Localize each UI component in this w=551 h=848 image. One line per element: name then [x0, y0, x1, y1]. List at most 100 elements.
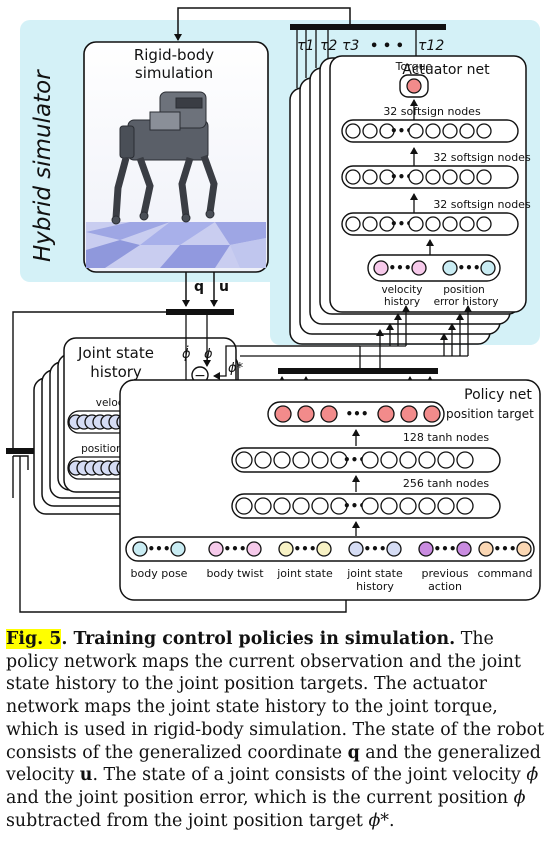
actuator-layer-2-node [459, 169, 475, 185]
policy-layer-2-nodes: ••• [235, 497, 474, 515]
policy-input-label: command [478, 567, 533, 580]
actuator-layer-3-node [345, 216, 361, 232]
tau-label-12: τ12 [418, 38, 444, 54]
actuator-layer-3-node [476, 216, 492, 232]
position-target-node [377, 405, 395, 423]
actuator-input-label-2a: position [443, 284, 485, 296]
training-pipeline-diagram: Hybrid simulator Rigid-body simulation τ… [6, 7, 541, 613]
policy-layer-1-node [418, 451, 436, 469]
policy-layer-1-node [292, 451, 310, 469]
actuator-layer-2-node [442, 169, 458, 185]
policy-net-title: Policy net [464, 387, 532, 403]
policy-layer-1-node [437, 451, 455, 469]
actuator-layer-1-node [345, 123, 361, 139]
minus-symbol: − [194, 368, 206, 384]
actuator-layer-2-node [408, 169, 424, 185]
policy-input-node [316, 541, 332, 557]
tau-label-dots: • • • [370, 39, 404, 54]
actuator-layer-label-1: 32 softsign nodes [383, 105, 481, 118]
policy-input-label: joint state [276, 567, 333, 580]
policy-layer-2-node [273, 497, 291, 515]
robot-image [111, 91, 218, 225]
actuator-input-label-2b: error history [434, 296, 499, 308]
tau-drop-lines [296, 30, 417, 88]
policy-layer-1-node [380, 451, 398, 469]
caption-symbol-phi-star: ϕ* [368, 810, 390, 831]
phi-star-label: ϕ* [228, 361, 244, 376]
position-target-nodes: ••• [274, 405, 441, 423]
hybrid-simulator-label: Hybrid simulator [30, 69, 56, 262]
position-target-node [274, 405, 292, 423]
actuator-layer-3-node [362, 216, 378, 232]
policy-input-label: body pose [131, 567, 188, 580]
actuator-layer-3-node [408, 216, 424, 232]
policy-input-ellipsis: ••• [293, 542, 316, 556]
caption-text-4: and the joint position error, which is t… [6, 787, 514, 808]
actuator-layer-3-node [442, 216, 458, 232]
figure-title: Training control policies in simulation. [73, 629, 456, 649]
policy-layer-2-node [361, 497, 379, 515]
policy-input-node [348, 541, 364, 557]
velocity-input-node [411, 260, 427, 276]
actuator-net-title: Actuator net [402, 62, 490, 78]
caption-symbol-q: q [347, 742, 360, 763]
policy-input-ellipsis: ••• [147, 542, 170, 556]
torque-bus [290, 24, 446, 30]
actuator-layer-2: ••• [341, 165, 519, 189]
actuator-layer-3: ••• [341, 212, 519, 236]
caption-text-6: . [389, 810, 395, 831]
policy-layer-1-node [399, 451, 417, 469]
actuator-input-box [367, 254, 501, 282]
actuator-layer-label-2: 32 softsign nodes [433, 151, 531, 164]
rigid-body-title-2: simulation [135, 64, 213, 82]
figure-caption: Fig. 5. Training control policies in sim… [6, 628, 547, 832]
policy-input-node [386, 541, 402, 557]
caption-symbol-phi: ϕ [513, 787, 526, 808]
policy-input-nodes: •••••••••••••••••• [132, 541, 532, 557]
actuator-layer-1-node [379, 123, 395, 139]
policy-input-node [478, 541, 494, 557]
torque-output-label: Torque [395, 60, 433, 73]
policy-input-node [516, 541, 532, 557]
policy-layer-1-node [311, 451, 329, 469]
policy-layer-2-node [399, 497, 417, 515]
error-input-ellipsis: ••• [457, 261, 480, 275]
actuator-layer-1-node [442, 123, 458, 139]
velocity-input-ellipsis: ••• [388, 261, 411, 275]
actuator-layer-label-3: 32 softsign nodes [433, 198, 531, 211]
actuator-layer-1-ellipsis: ••• [390, 124, 413, 138]
figure-title-prefix: . [61, 629, 74, 649]
policy-input-ellipsis: ••• [223, 542, 246, 556]
position-target-node [297, 405, 315, 423]
rigid-body-title-1: Rigid-body [134, 46, 214, 64]
caption-text-3: . The state of a joint consists of the j… [92, 765, 527, 786]
u-label: u [219, 279, 229, 295]
actuator-layer-1-node [425, 123, 441, 139]
actuator-layer-3-node [459, 216, 475, 232]
policy-layer-1-node [361, 451, 379, 469]
position-target-bus-front [278, 368, 438, 374]
actuator-layer-1-node [408, 123, 424, 139]
policy-layer-1-node [254, 451, 272, 469]
joint-history-title-1: Joint state [77, 344, 154, 362]
caption-symbol-u: u [79, 765, 93, 786]
tau-label-2: τ2 [320, 38, 337, 54]
actuator-layer-2-node [476, 169, 492, 185]
policy-layer-2-node [330, 497, 348, 515]
actuator-layer-2-node [379, 169, 395, 185]
caption-symbol-phi-dot: ϕ̇ [526, 765, 539, 786]
torque-to-sim-arrow [174, 7, 351, 41]
policy-layer-2-node [311, 497, 329, 515]
caption-text-2: and the generalized velocity [6, 742, 541, 786]
policy-input-ellipsis: ••• [493, 542, 516, 556]
actuator-layer-1: ••• [341, 119, 519, 143]
q-label: q [194, 279, 204, 295]
error-input-node [480, 260, 496, 276]
policy-input-ellipsis: ••• [433, 542, 456, 556]
policy-input-node [170, 541, 186, 557]
policy-layer-2-node [380, 497, 398, 515]
actuator-input-label-1a: velocity [381, 284, 422, 296]
policy-input-node [246, 541, 262, 557]
position-target-ellipsis: ••• [345, 407, 368, 421]
